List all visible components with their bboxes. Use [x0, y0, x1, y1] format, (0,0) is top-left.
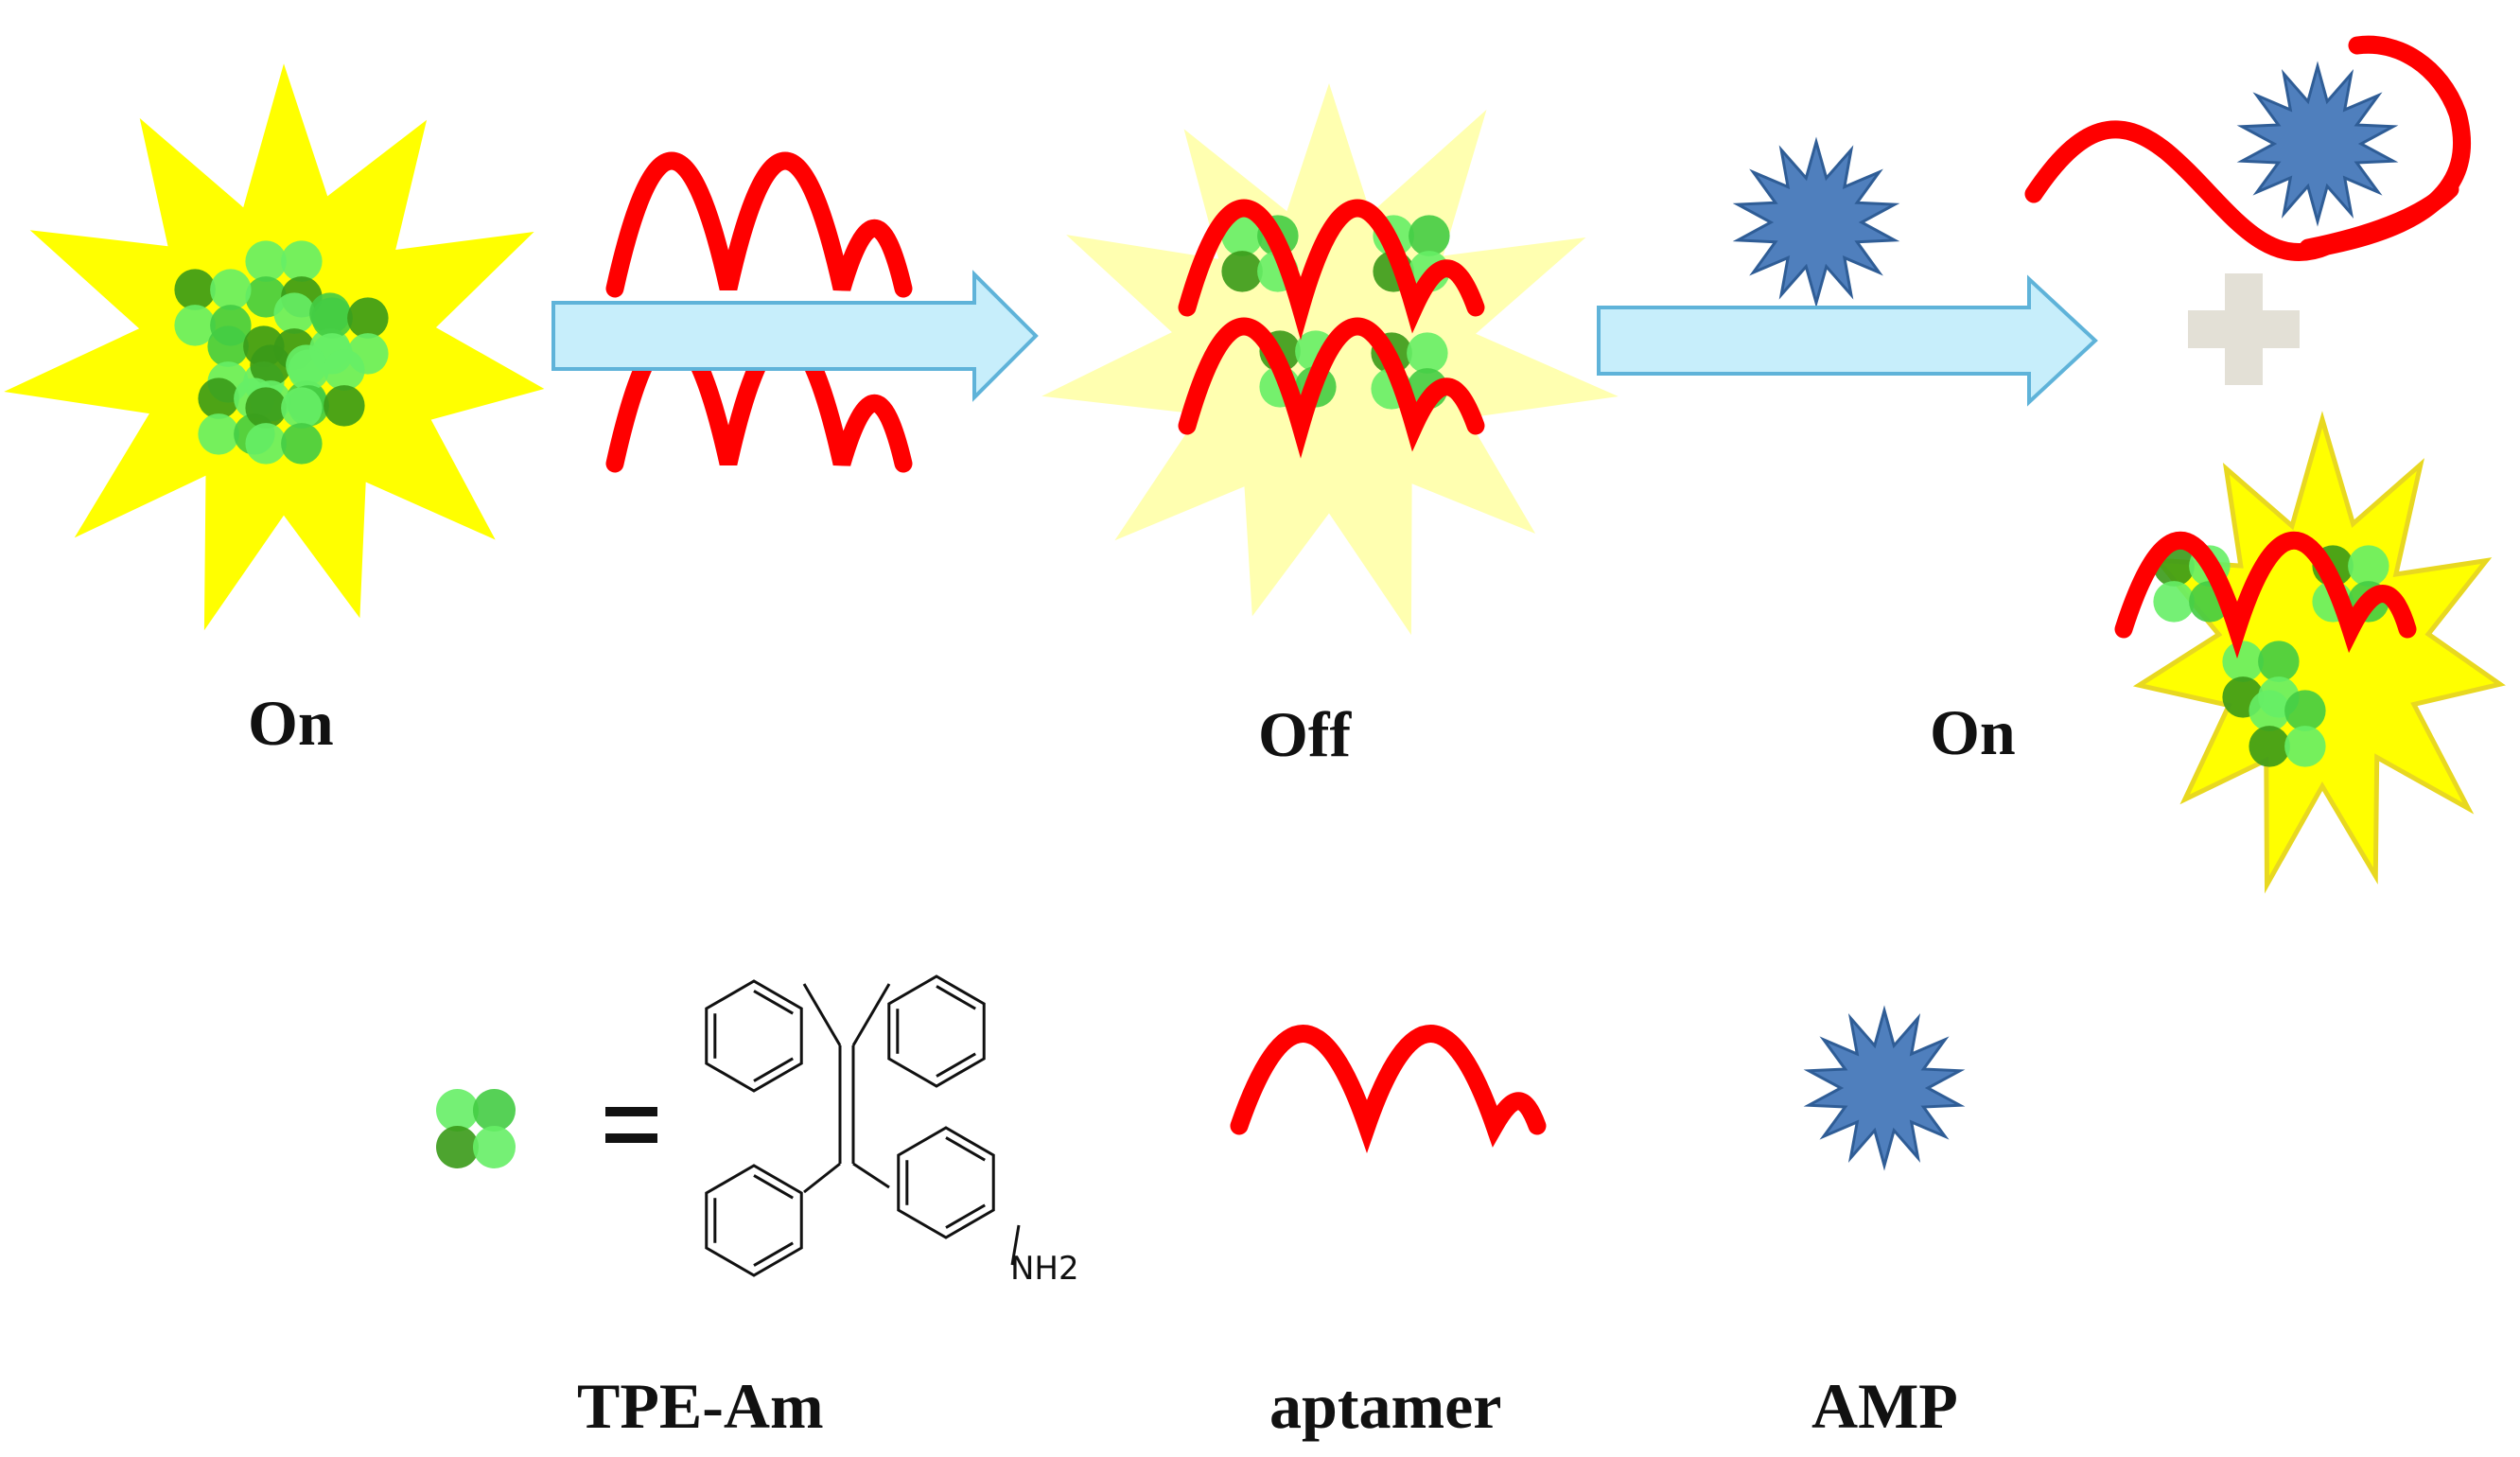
amp-star-icon — [2236, 61, 2399, 227]
aptamer-wave-icon — [605, 151, 913, 298]
aptamer-wave-icon — [1178, 317, 1485, 459]
amp-star-icon — [1732, 136, 1900, 308]
yellow-glow-icon — [2132, 411, 2506, 894]
tpe-clover-icon — [436, 1089, 516, 1168]
legend-label-aptamer: aptamer — [1269, 1370, 1502, 1442]
burst-on-restored — [2132, 411, 2506, 894]
reaction-arrow-icon — [1597, 274, 2098, 407]
state-label-on-restored: On — [1930, 696, 2016, 768]
aptamer-wave-icon — [1230, 1025, 1547, 1154]
tpe-aggregate-cluster — [174, 240, 389, 465]
tpe-am-structure — [705, 974, 1021, 1277]
tpe-clover-icon — [436, 1089, 516, 1168]
amp-star-icon — [1803, 1005, 1966, 1171]
aptamer-loop-segment — [2299, 180, 2459, 257]
state-label-off: Off — [1258, 698, 1352, 770]
plus-icon — [2188, 273, 2300, 385]
tpe-clover-icon — [2249, 690, 2326, 767]
amine-group-label: NH2 — [1010, 1250, 1079, 1288]
aptamer-wave-icon — [1178, 199, 1485, 341]
tpe-clover-icon — [245, 387, 323, 465]
equals-sign — [605, 1107, 657, 1143]
reaction-arrow-icon — [551, 270, 1039, 402]
legend-label-tpe-am: TPE-Am — [577, 1370, 824, 1442]
legend-label-amp: AMP — [1811, 1370, 1958, 1442]
state-label-on: On — [248, 687, 334, 759]
aptamer-wave-icon — [2114, 531, 2417, 659]
